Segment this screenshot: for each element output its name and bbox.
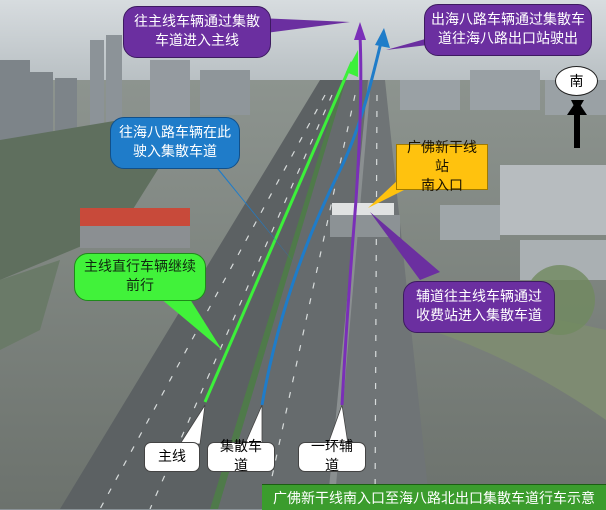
pointer-mainline-via-collector	[258, 18, 350, 34]
city-buildings-left	[0, 35, 250, 142]
callout-mainline-via-collector: 往主线车辆通过集散 车道进入主线	[123, 6, 271, 58]
callout-station-entrance: 广佛新干线站 南入口	[396, 140, 488, 194]
pointer-mainline-continue	[160, 296, 222, 350]
collector-arrow	[260, 28, 390, 406]
industrial-buildings-right	[440, 165, 606, 280]
callout-mainline-continue: 主线直行车辆继续 前行	[74, 253, 206, 301]
pointer-aux-to-collector	[370, 212, 440, 280]
label-mainline: 主线	[144, 442, 200, 472]
south-marker: 南	[555, 66, 598, 96]
label-ring-aux: 一环辅道	[298, 439, 366, 474]
figure-caption: 广佛新干线南入口至海八路北出口集散车道行车示意	[262, 484, 606, 510]
callout-exit-haiba: 出海八路车辆通过集散车 道往海八路出口站驶出	[424, 4, 592, 56]
callout-aux-to-collector: 辅道往主线车辆通过 收费站进入集散车道	[403, 281, 555, 333]
label-collector: 集散车道	[207, 439, 275, 474]
callout-haiba-enter-collector: 往海八路车辆在此 驶入集散车道	[110, 117, 240, 169]
pointer-haiba-enter-collector	[200, 148, 300, 270]
mainline-arrow	[203, 50, 358, 403]
toll-station-south-entrance	[330, 203, 400, 237]
toll-plaza-left	[80, 208, 190, 248]
highway-aux-road	[330, 80, 430, 509]
pointer-exit-haiba	[386, 36, 436, 50]
aux-road-arrow	[340, 22, 366, 406]
